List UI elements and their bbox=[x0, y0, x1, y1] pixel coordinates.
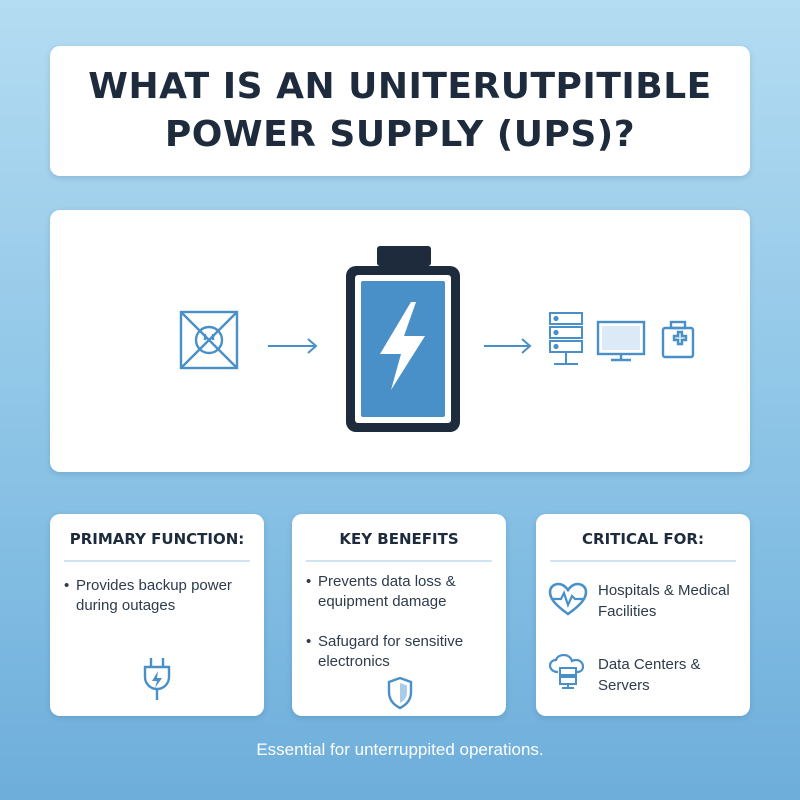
heart-pulse-icon bbox=[548, 582, 588, 616]
list-item: Hospitals & Medical Facilities bbox=[548, 580, 744, 624]
list-item: • Safugard for sensitive electronics bbox=[306, 632, 498, 672]
medical-kit-icon bbox=[661, 320, 695, 359]
bullet-text: Safugard for sensitive electronics bbox=[318, 633, 464, 670]
battery-bolt-icon bbox=[346, 246, 460, 432]
item-label: Data Centers & Servers bbox=[598, 656, 701, 694]
list-item: • Provides backup power during outages bbox=[64, 576, 256, 616]
arrow-right-icon bbox=[268, 338, 318, 354]
arrow-right-icon bbox=[484, 338, 532, 354]
card-heading: CRITICAL FOR: bbox=[582, 530, 704, 548]
power-outage-icon bbox=[179, 310, 239, 370]
diagram-canvas bbox=[179, 246, 695, 432]
divider bbox=[550, 560, 736, 562]
critical-for-card: CRITICAL FOR: Hospitals & Medical Facili… bbox=[536, 514, 750, 716]
card-heading: KEY BENEFITS bbox=[339, 530, 459, 548]
list-item: Data Centers & Servers bbox=[548, 654, 744, 698]
title-card: WHAT IS AN UNITERUTPITIBLE POWER SUPPLY … bbox=[50, 46, 750, 176]
server-rack-icon bbox=[549, 312, 583, 365]
footer-tagline: Essential for unterruppited operations. bbox=[256, 740, 544, 759]
key-benefits-card: KEY BENEFITS • Prevents data loss & equi… bbox=[292, 514, 506, 716]
card-heading: PRIMARY FUNCTION: bbox=[69, 530, 245, 548]
divider bbox=[64, 560, 250, 562]
power-plug-icon bbox=[143, 658, 171, 700]
list-item: • Prevents data loss & equipment damage bbox=[306, 572, 498, 612]
page-title: WHAT IS AN UNITERUTPITIBLE POWER SUPPLY … bbox=[88, 66, 712, 155]
divider bbox=[306, 560, 492, 562]
cloud-server-icon bbox=[548, 654, 585, 689]
bullet-text: Prevents data loss & equipment damage bbox=[318, 573, 456, 610]
primary-function-card: PRIMARY FUNCTION: • Provides backup powe… bbox=[50, 514, 264, 716]
bullet-text: Provides backup power during outages bbox=[76, 577, 232, 614]
diagram-card bbox=[50, 210, 750, 472]
monitor-icon bbox=[596, 320, 646, 362]
item-label: Hospitals & Medical Facilities bbox=[598, 582, 730, 620]
shield-icon bbox=[387, 676, 413, 710]
